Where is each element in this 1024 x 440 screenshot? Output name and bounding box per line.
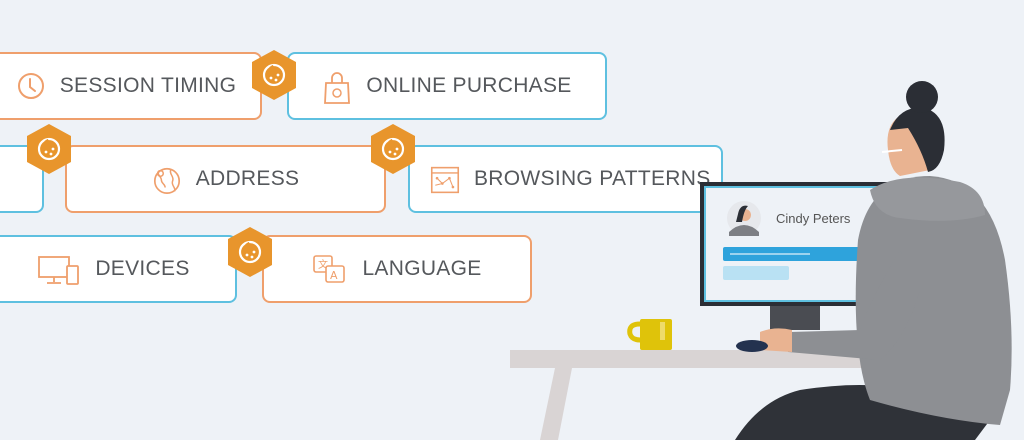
- card-label: ONLINE PURCHASE: [366, 74, 572, 97]
- cookie-icon: [251, 49, 297, 101]
- globe-pin-icon: [152, 164, 182, 194]
- monitor-user-name: Cindy Peters: [776, 211, 851, 226]
- mug: [640, 319, 672, 350]
- card-browsing-patterns: BROWSING PATTERNS: [408, 145, 723, 213]
- card-address: ADDRESS: [65, 145, 386, 213]
- card-devices: DEVICES: [0, 235, 237, 303]
- browser-analytics-icon: [430, 164, 460, 194]
- card-label: LANGUAGE: [362, 257, 482, 280]
- card-label: ADDRESS: [195, 167, 300, 190]
- card-label: SESSION TIMING: [59, 74, 237, 97]
- cookie-icon: [370, 123, 416, 175]
- hair-bun: [906, 81, 938, 113]
- clock-icon: [16, 71, 46, 101]
- svg-text:文: 文: [318, 258, 328, 271]
- card-label: BROWSING PATTERNS: [474, 167, 711, 190]
- cookie-icon: [26, 123, 72, 175]
- card-label: DEVICES: [95, 257, 190, 280]
- desk: [510, 350, 870, 368]
- cookie-icon: [227, 226, 273, 278]
- shopping-bag-icon: [322, 71, 352, 104]
- card-session-timing: SESSION TIMING: [0, 52, 262, 120]
- svg-text:A: A: [330, 269, 338, 282]
- devices-icon: [37, 254, 81, 285]
- card-online-purchase: ONLINE PURCHASE: [287, 52, 607, 120]
